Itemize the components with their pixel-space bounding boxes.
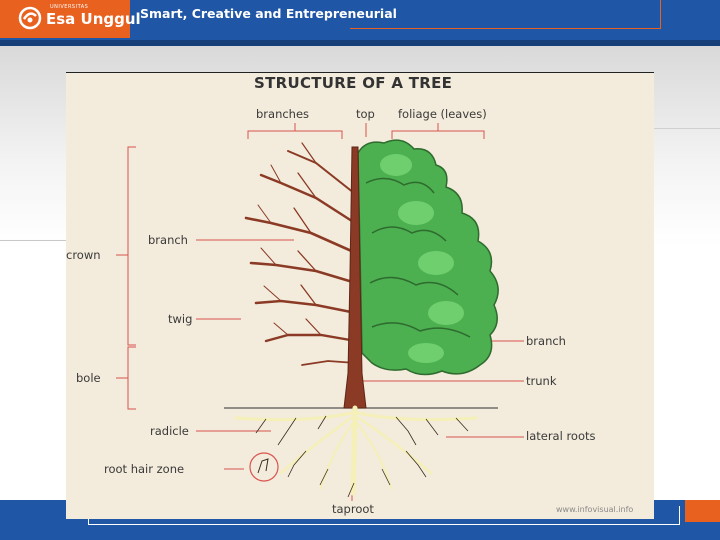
root-system bbox=[234, 405, 478, 496]
logo-emblem-icon bbox=[18, 6, 42, 30]
logo-university-text: UNIVERSITAS bbox=[50, 4, 89, 10]
header-banner: UNIVERSITAS Esa Unggul Smart, Creative a… bbox=[0, 0, 720, 46]
label-branch-left: branch bbox=[148, 233, 188, 247]
label-foliage: foliage (leaves) bbox=[398, 107, 487, 121]
diagram-title: STRUCTURE OF A TREE bbox=[254, 74, 453, 92]
branches-bracket bbox=[247, 130, 343, 139]
foliage-crown bbox=[357, 139, 499, 376]
root-hairs bbox=[255, 415, 469, 498]
bare-branches bbox=[244, 142, 358, 366]
background-rule-left bbox=[0, 240, 66, 241]
footer-accent bbox=[685, 500, 720, 522]
label-lateral-roots: lateral roots bbox=[526, 429, 596, 443]
bole-bracket bbox=[127, 346, 136, 410]
label-branch-right: branch bbox=[526, 334, 566, 348]
tree-illustration bbox=[116, 123, 524, 501]
logo-name: Esa Unggul bbox=[46, 10, 141, 28]
trunk-shape bbox=[343, 146, 367, 409]
root-hair-zone-marker bbox=[249, 452, 279, 482]
header-stripe bbox=[0, 40, 720, 46]
label-bole: bole bbox=[76, 371, 101, 385]
header-frame-decoration bbox=[350, 0, 661, 29]
source-watermark: www.infovisual.info bbox=[556, 505, 634, 514]
label-trunk: trunk bbox=[526, 374, 557, 388]
label-crown: crown bbox=[66, 248, 101, 262]
label-root-hair-zone: root hair zone bbox=[104, 462, 185, 476]
tree-structure-diagram: STRUCTURE OF A TREE branches top foliage… bbox=[66, 72, 654, 519]
background-rule-right bbox=[654, 128, 720, 129]
label-top: top bbox=[356, 107, 375, 121]
label-taproot: taproot bbox=[332, 502, 374, 516]
header-tagline: Smart, Creative and Entrepreneurial bbox=[140, 6, 397, 21]
university-logo[interactable]: UNIVERSITAS Esa Unggul bbox=[0, 0, 141, 38]
label-twig: twig bbox=[168, 312, 193, 326]
label-branches: branches bbox=[256, 107, 310, 121]
label-radicle: radicle bbox=[150, 424, 189, 438]
crown-bracket bbox=[127, 146, 136, 346]
